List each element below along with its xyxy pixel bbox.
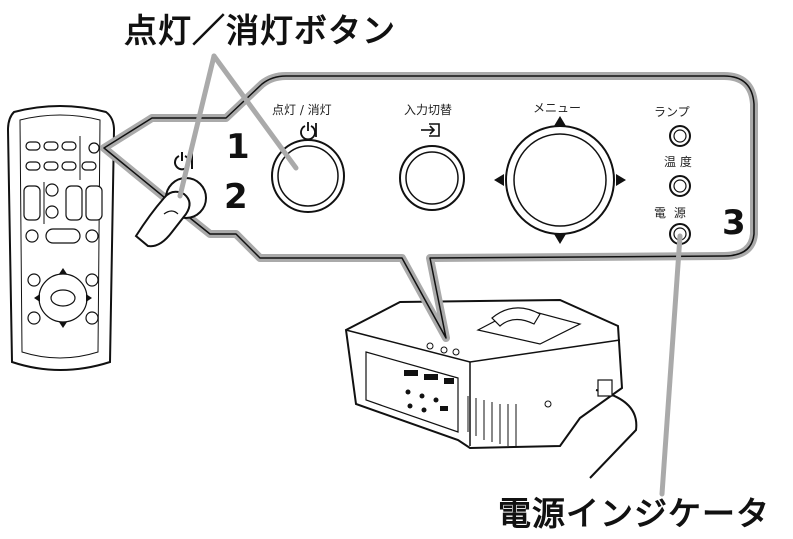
- temp-label: 温 度: [664, 155, 692, 169]
- menu-arrows: [494, 116, 626, 244]
- power-icon: [300, 122, 317, 141]
- temp-indicator: [669, 175, 691, 197]
- power-button-title: 点灯／消灯ボタン: [124, 11, 396, 50]
- lamp-indicator: [669, 125, 691, 147]
- input-label: 入力切替: [404, 103, 453, 117]
- leader-lines: [177, 53, 683, 497]
- step-2-label: 2: [224, 177, 248, 217]
- hand-finger: [134, 190, 191, 248]
- arrow-left-icon: [494, 174, 504, 186]
- input-switch-icon: [421, 123, 440, 137]
- remote-control: [6, 105, 116, 371]
- arrow-right-icon: [616, 174, 626, 186]
- arrow-down-icon: [554, 234, 566, 244]
- menu-label: メニュー: [533, 101, 582, 115]
- arrow-up-icon: [554, 116, 566, 126]
- step-1-label: 1: [226, 127, 250, 167]
- power-label: 電 源: [654, 206, 688, 220]
- lamp-label: ランプ: [654, 105, 690, 119]
- input-button[interactable]: [399, 145, 465, 211]
- menu-cursor-ring[interactable]: [505, 125, 615, 235]
- power-indicator-title: 電源インジケータ: [498, 494, 770, 533]
- step-3-label: 3: [722, 203, 746, 243]
- onoff-label: 点灯 / 消灯: [272, 103, 332, 117]
- projector: [344, 298, 638, 479]
